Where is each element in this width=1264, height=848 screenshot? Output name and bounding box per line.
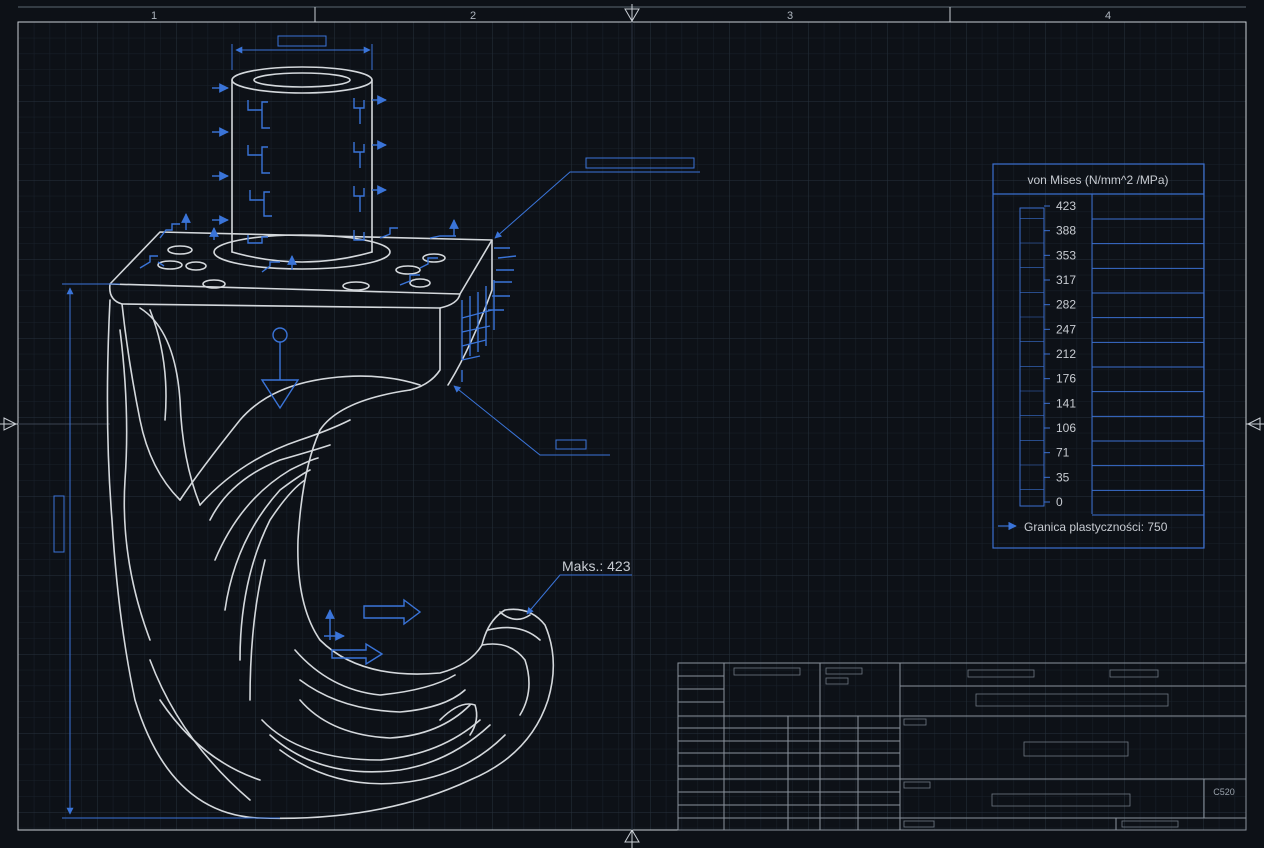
top-plate-supports — [139, 213, 459, 286]
leader-lines — [453, 157, 700, 615]
load-pin — [260, 327, 300, 410]
zone-labels: 1 2 3 4 — [151, 10, 1111, 22]
boundary-symbols — [139, 83, 517, 666]
leader-placeholder — [555, 439, 587, 450]
max-stress-callout: Maks.: 423 — [562, 558, 631, 574]
hook-top-plate — [108, 231, 493, 391]
stress-scale-panel: von Mises (N/mm^2 /MPa) 423 388 353 317 282 2… — [992, 163, 1205, 549]
fixture-symbols — [247, 98, 365, 244]
dimensions — [53, 35, 373, 819]
scale-tick-label: 423 — [1056, 199, 1076, 213]
zone-label: 2 — [470, 10, 476, 22]
scale-tick-label: 317 — [1056, 273, 1076, 287]
leader-placeholder — [585, 157, 695, 169]
tip-load-arrows — [324, 598, 422, 666]
scale-tick-label: 353 — [1056, 248, 1076, 262]
zone-label: 1 — [151, 10, 157, 22]
scale-tick-label: 0 — [1056, 495, 1063, 509]
dimension-placeholder — [53, 495, 65, 553]
constraint-arrows — [212, 83, 387, 225]
scale-tick-label: 212 — [1056, 347, 1076, 361]
yield-strength-label: Granica plastyczności: 750 — [1024, 520, 1168, 534]
document-code: C520 — [1213, 787, 1235, 797]
scale-ticks: 423 388 353 317 282 247 212 176 141 106 71 35 0 — [1020, 199, 1204, 516]
title-block-placeholders — [733, 667, 1179, 828]
scale-tick-label: 247 — [1056, 322, 1076, 336]
scale-tick-label: 106 — [1056, 421, 1076, 435]
zone-label: 4 — [1105, 10, 1111, 22]
scale-tick-label: 71 — [1056, 446, 1070, 460]
title-block — [677, 662, 1247, 831]
crane-hook-model — [106, 66, 555, 820]
dimension-placeholder — [277, 35, 327, 47]
centering-marks — [0, 4, 1264, 848]
scale-tick-label: 141 — [1056, 396, 1076, 410]
scale-tick-label: 282 — [1056, 298, 1076, 312]
scale-tick-label: 176 — [1056, 372, 1076, 386]
scale-title: von Mises (N/mm^2 /MPa) — [1028, 173, 1169, 187]
hook-body — [106, 299, 555, 820]
scale-tick-label: 35 — [1056, 470, 1070, 484]
zone-label: 3 — [787, 10, 793, 22]
scale-tick-label: 388 — [1056, 224, 1076, 238]
side-pressure-arrows — [461, 247, 517, 382]
